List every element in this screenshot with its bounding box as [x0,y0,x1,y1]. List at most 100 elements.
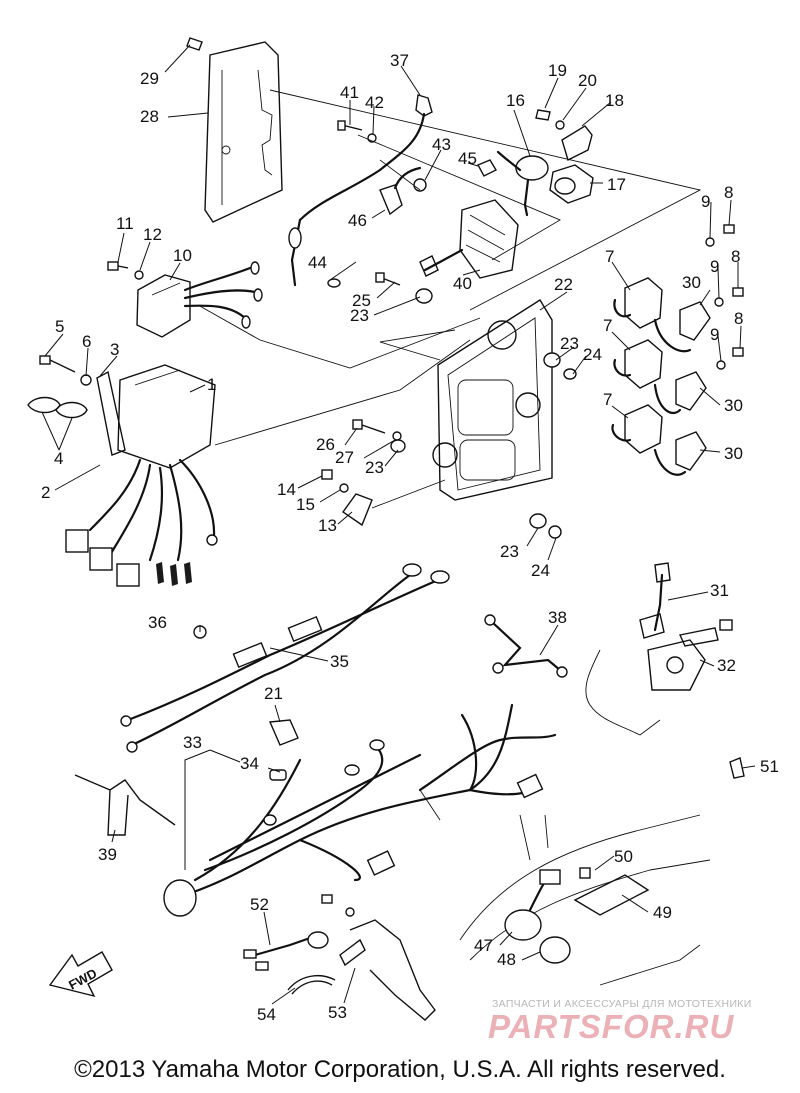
callout-37: 37 [390,51,409,70]
copyright-notice: ©2013 Yamaha Motor Corporation, U.S.A. A… [74,1056,726,1083]
part-42-washer [367,133,377,143]
callout-50: 50 [614,847,633,866]
part-30-plug-cap-3 [675,431,707,471]
part-41-bolt [337,120,363,131]
part-28-cover [204,41,283,223]
part-14-screw [321,469,333,480]
callout-30-2: 30 [724,396,743,415]
callout-52: 52 [250,895,269,914]
callout-9-2: 9 [710,257,719,276]
part-5-bolt [39,355,76,373]
callout-leaders [41,44,756,1005]
part-45-clamp [477,159,497,177]
part-17-relay [549,164,594,204]
part-7-ignition-coil-3 [611,404,687,476]
callout-23-top: 23 [350,306,369,325]
part-22-base-plate [432,299,553,501]
callout-51: 51 [760,757,779,776]
part-29-bolt [186,37,203,51]
callout-7-3: 7 [603,390,612,409]
callout-33: 33 [183,733,202,752]
callout-17: 17 [607,175,626,194]
callout-39: 39 [98,845,117,864]
callout-20: 20 [578,71,597,90]
part-40-regulator [419,199,519,279]
callout-26: 26 [316,435,335,454]
part-15-washer [339,483,349,493]
callout-49: 49 [653,903,672,922]
callout-7-2: 7 [603,316,612,335]
part-23-grommet-mid [390,439,406,453]
part-6-washer [80,374,92,386]
callout-30-3: 30 [724,444,743,463]
callout-15: 15 [296,495,315,514]
callout-41: 41 [340,83,359,102]
part-13-clamp [342,493,373,527]
part-23-grommet-bottom [529,513,547,529]
callout-numbers: 29 28 37 41 42 16 19 20 18 17 43 45 46 4… [41,51,779,1024]
callout-46: 46 [348,211,367,230]
callout-12: 12 [143,225,162,244]
callout-47: 47 [474,936,493,955]
callout-34: 34 [240,754,259,773]
callout-6: 6 [82,332,91,351]
callout-40: 40 [453,274,472,293]
part-18-bracket [561,125,593,161]
watermark-subtitle: ЗАПЧАСТИ И АКСЕССУАРЫ ДЛЯ МОТОТЕХНИКИ [492,998,752,1010]
callout-9-1: 9 [701,192,710,211]
part-54-spring-clip [287,974,336,995]
callout-27: 27 [335,448,354,467]
part-12-washer [134,270,144,280]
cylinder-outline [585,649,661,736]
part-19-bolt [535,109,551,121]
callout-23-bottom: 23 [500,542,519,561]
part-37-cap [288,94,433,287]
callout-48: 48 [497,950,516,969]
part-7-ignition-coil-2 [613,339,682,415]
callout-8-3: 8 [734,309,743,328]
callout-54: 54 [257,1005,276,1024]
callout-8-2: 8 [731,247,740,266]
part-49-cover [573,874,650,916]
part-3-bracket [96,370,126,456]
part-38-ground-lead [484,614,568,678]
callout-8-1: 8 [724,183,733,202]
part-32-thermo-switch [647,619,733,691]
callout-36: 36 [148,613,167,632]
part-4-clamp [27,396,88,419]
part-24-collar-bottom [548,525,562,539]
callout-28: 28 [140,107,159,126]
callout-18: 18 [605,91,624,110]
part-30-plug-cap-1 [679,301,711,341]
part-21-clip [268,719,299,746]
callout-2: 2 [41,483,50,502]
callout-19: 19 [548,61,567,80]
callout-29: 29 [140,69,159,88]
part-23-grommet-top [415,288,433,304]
part-48-grommet [539,936,571,964]
callout-32: 32 [717,656,736,675]
callout-23-right: 23 [560,334,579,353]
callout-16: 16 [506,91,525,110]
callout-11: 11 [116,214,134,233]
part-50-bracket [579,867,591,879]
callout-21: 21 [264,684,283,703]
part-25-bolt [375,272,401,286]
fwd-label: FWD [66,966,99,993]
assembly-reference-lines [197,89,702,509]
part-10-cdi-unit [136,261,263,338]
callout-14: 14 [277,480,296,499]
callout-53: 53 [328,1003,347,1022]
part-1-ignition-module [65,364,218,587]
part-23-grommet-right [543,352,561,368]
callout-35: 35 [330,652,349,671]
part-52-switch [243,931,329,971]
part-24-collar-right [563,368,577,380]
callout-5: 5 [55,317,64,336]
fwd-arrow-icon: FWD [48,951,113,998]
part-46-cap [379,166,422,216]
part-16-sensor [496,150,549,217]
callout-42: 42 [365,93,384,112]
lower-cowling-outline [459,814,711,986]
